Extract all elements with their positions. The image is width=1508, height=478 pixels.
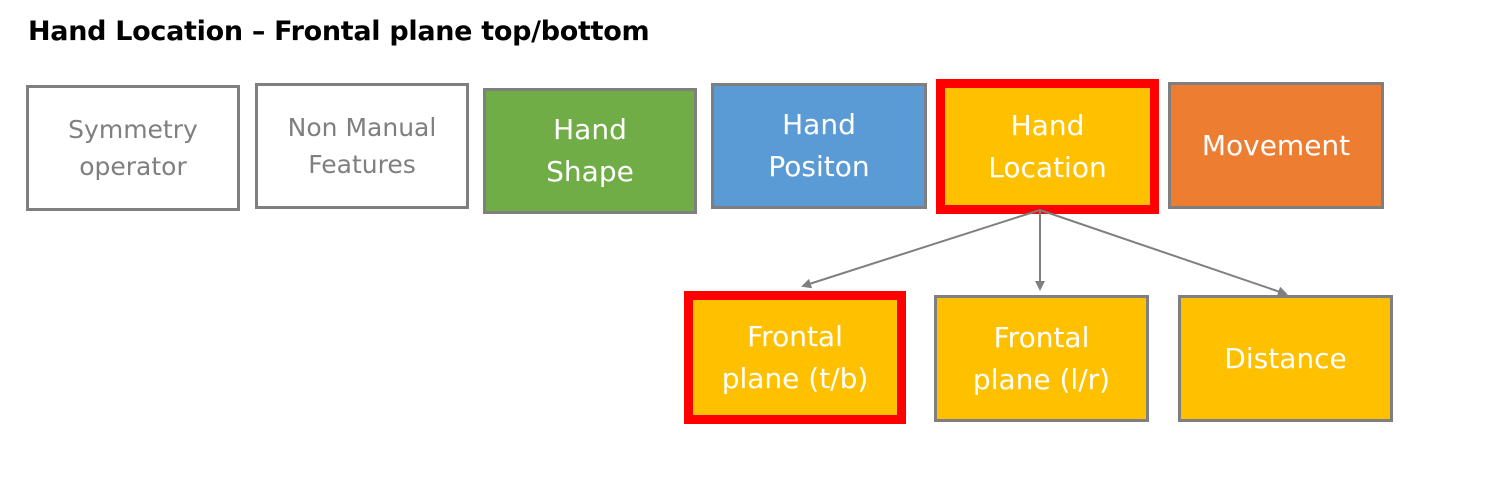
- node-label: Symmetry operator: [68, 114, 198, 182]
- node-movement: Movement: [1168, 82, 1384, 209]
- arrow-to-distance: [1039, 209, 1288, 297]
- page-title: Hand Location – Frontal plane top/bottom: [28, 16, 650, 47]
- node-label: Non Manual Features: [287, 112, 437, 180]
- node-label: Frontal plane (t/b): [721, 319, 869, 395]
- node-label: Movement: [1201, 128, 1351, 162]
- node-frontal-plane-tb: Frontal plane (t/b): [684, 291, 906, 424]
- node-label: Distance: [1224, 341, 1347, 375]
- node-non-manual-features: Non Manual Features: [255, 83, 469, 209]
- node-label: Hand Shape: [546, 113, 634, 188]
- arrow-to-frontal-plane-tb: [801, 209, 1041, 289]
- node-symmetry-operator: Symmetry operator: [26, 85, 240, 211]
- node-hand-position: Hand Positon: [711, 83, 927, 209]
- node-label: Frontal plane (l/r): [972, 320, 1111, 396]
- node-hand-shape: Hand Shape: [483, 88, 697, 214]
- node-label: Hand Location: [988, 108, 1107, 184]
- node-distance: Distance: [1178, 295, 1393, 422]
- node-frontal-plane-lr: Frontal plane (l/r): [934, 295, 1149, 422]
- node-hand-location: Hand Location: [936, 79, 1159, 214]
- node-label: Hand Positon: [768, 108, 870, 183]
